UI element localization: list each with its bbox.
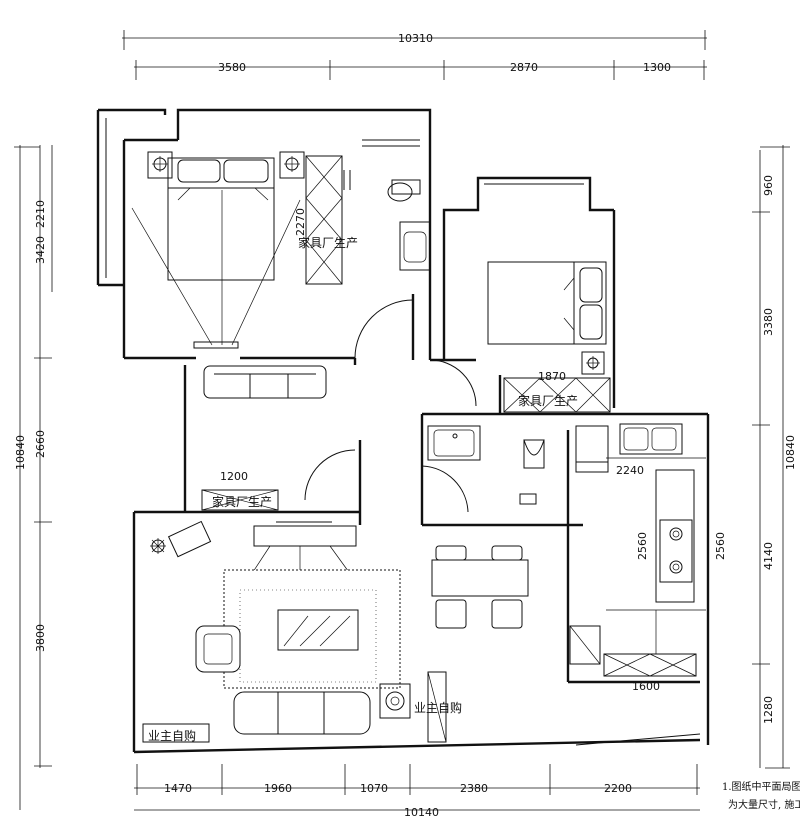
dim-left-3: 3800	[34, 624, 47, 652]
dim-bottom-5: 2200	[604, 782, 632, 795]
dim-right-1: 960	[762, 175, 775, 196]
dimension-lines	[14, 30, 790, 811]
dim-top-1: 3580	[218, 61, 246, 74]
dim-bottom-3: 1070	[360, 782, 388, 795]
counter-top	[575, 425, 609, 473]
dim-right-4: 1280	[762, 696, 775, 724]
bathroom-1	[343, 170, 431, 271]
label-furniture-factory-1: 家具厂生产	[298, 235, 358, 250]
dim-bottom-total: 10140	[404, 806, 439, 817]
coffee-table	[277, 609, 359, 651]
room-labels: 家具厂生产 家具厂生产 家具厂生产 业主自购 业主自购	[148, 235, 578, 743]
stove	[659, 519, 693, 583]
note-line-1: 1.图纸中平面局图	[722, 780, 800, 793]
dim-right-2: 3380	[762, 308, 775, 336]
toilet-1	[387, 182, 413, 202]
dim-top-total: 10310	[398, 32, 433, 45]
cabinet-tall	[427, 671, 447, 743]
armchair	[195, 625, 241, 673]
label-owner-purchase-1: 业主自购	[414, 700, 462, 715]
dim-left-2: 2660	[34, 430, 47, 458]
toilet-tank	[391, 179, 421, 195]
dim-left-total: 10840	[14, 435, 27, 470]
shoe-cabinet	[201, 489, 279, 511]
dining-table	[431, 559, 529, 597]
dim-inner-bed1: 2270	[294, 208, 307, 236]
dim-bottom-4: 2380	[460, 782, 488, 795]
label-furniture-factory-2: 家具厂生产	[518, 393, 578, 408]
squat-toilet	[523, 439, 545, 456]
dim-left-4: 2210	[34, 200, 47, 228]
sofa-main	[233, 691, 371, 735]
dim-bottom-1: 1470	[164, 782, 192, 795]
bedroom-1	[131, 151, 414, 359]
living-room	[142, 520, 447, 743]
wardrobe-2	[503, 377, 611, 413]
nightstand-right	[279, 151, 305, 179]
nightstand-left	[147, 151, 173, 179]
label-owner-purchase-2: 业主自购	[148, 728, 196, 743]
dim-right-total: 10840	[784, 435, 797, 470]
windows	[105, 118, 701, 746]
entry-cabinet	[142, 723, 210, 743]
dim-top-3: 1300	[643, 61, 671, 74]
side-table	[379, 683, 411, 719]
dimension-texts: 10310 3580 2870 1300 1470 1960 1070 2380…	[14, 32, 797, 817]
tv-cabinet	[253, 525, 357, 547]
dim-inner-kitchen-l: 2560	[636, 532, 649, 560]
dim-left-1: 3420	[34, 236, 47, 264]
basin-2	[427, 425, 481, 461]
bathroom-2	[421, 425, 545, 513]
wardrobe-1	[305, 155, 343, 285]
label-furniture-factory-3: 家具厂生产	[212, 494, 272, 509]
kitchen	[569, 423, 706, 677]
dim-inner-kitchen-r: 2560	[714, 532, 727, 560]
bed-2	[487, 261, 607, 345]
dim-inner-bed2: 1870	[538, 370, 566, 383]
dining	[431, 545, 529, 629]
dim-inner-hall: 1200	[220, 470, 248, 483]
fridge	[569, 625, 601, 665]
counter-right	[655, 469, 695, 603]
cabinet-bottom	[603, 653, 697, 677]
walls	[96, 108, 710, 754]
dim-inner-kitchen-b: 1600	[632, 680, 660, 693]
dim-inner-kitchen-w: 2240	[616, 464, 644, 477]
basin-1	[399, 221, 431, 271]
note-line-2: 为大量尺寸, 施工	[728, 798, 800, 811]
sink	[619, 423, 683, 455]
bed-1	[167, 157, 275, 281]
drawing-notes: 1.图纸中平面局图 为大量尺寸, 施工	[722, 780, 800, 811]
dim-right-3: 4140	[762, 542, 775, 570]
nightstand-3	[581, 351, 605, 375]
bedroom-2	[429, 261, 611, 413]
dim-top-2: 2870	[510, 61, 538, 74]
tv-room	[201, 365, 356, 511]
sofa-upper	[203, 365, 327, 399]
dim-bottom-2: 1960	[264, 782, 292, 795]
